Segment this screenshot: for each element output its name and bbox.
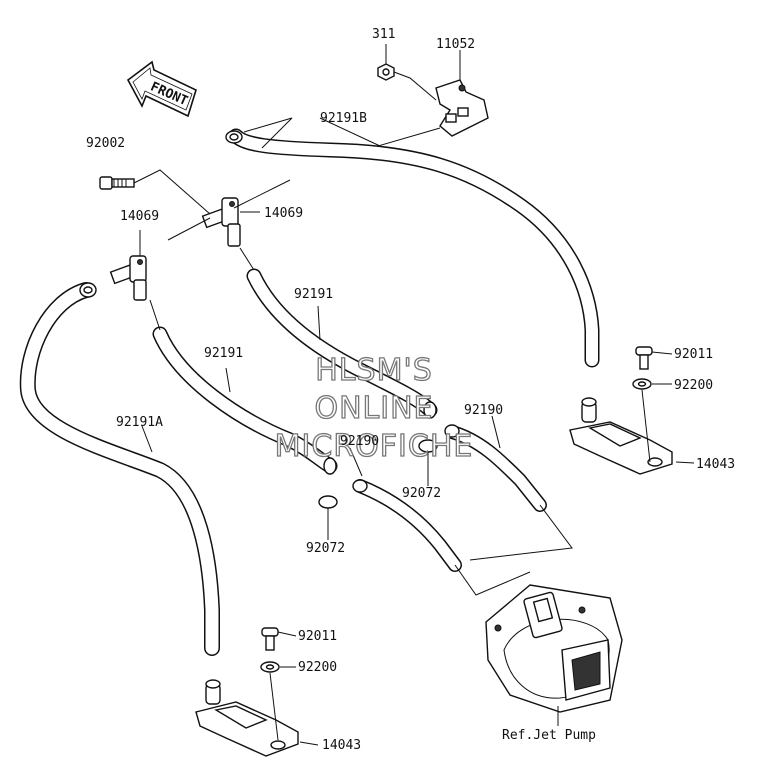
- clamp-92072-left: [318, 495, 338, 509]
- label-92191b: 92191B: [320, 111, 367, 126]
- label-14069-left: 14069: [120, 209, 159, 224]
- label-92191a: 92191A: [116, 415, 163, 430]
- watermark: HLSM'S ONLINE MICROFICHE: [274, 352, 474, 464]
- washer-92200-left: [260, 661, 280, 673]
- washer-92200-right: [632, 378, 652, 390]
- watermark-line-2: ONLINE: [314, 391, 433, 426]
- fitting-14069-left: [109, 255, 147, 301]
- jet-pump: [485, 584, 623, 713]
- label-14043-right: 14043: [696, 457, 735, 472]
- label-92002: 92002: [86, 136, 125, 151]
- hose-92191b: [225, 128, 600, 368]
- watermark-line-1: HLSM'S: [315, 353, 433, 388]
- label-ref-jet-pump: Ref.Jet Pump: [502, 728, 596, 743]
- label-92191-upper: 92191: [294, 287, 333, 302]
- part-labels: 311 11052 92191B 92002 14069 14069 92191…: [86, 27, 735, 753]
- front-arrow-icon: FRONT: [126, 60, 197, 118]
- label-92200-right: 92200: [674, 378, 713, 393]
- label-14069-right: 14069: [264, 206, 303, 221]
- hose-92191-upper: [246, 268, 438, 419]
- label-92011-right: 92011: [674, 347, 713, 362]
- bracket-14043-left: [195, 679, 299, 757]
- label-92191-lower: 92191: [204, 346, 243, 361]
- label-92011-left: 92011: [298, 629, 337, 644]
- label-92190-right: 92190: [464, 403, 503, 418]
- hose-92190-right: [444, 424, 547, 512]
- hose-92190-left: [352, 479, 462, 572]
- bolt-92011-right: [635, 346, 653, 370]
- hose-92191a: [19, 282, 220, 656]
- watermark-line-3: MICROFICHE: [275, 429, 474, 464]
- fitting-14069-right: [201, 197, 241, 247]
- label-311: 311: [372, 27, 395, 42]
- label-92190-left: 92190: [340, 434, 379, 449]
- hose-92191-lower: [152, 326, 338, 475]
- bracket-11052: [435, 79, 489, 137]
- leader-lines: [133, 44, 695, 746]
- bolt-92011-left: [261, 627, 279, 651]
- label-92072-right: 92072: [402, 486, 441, 501]
- bolt-92002: [99, 176, 135, 190]
- label-92200-left: 92200: [298, 660, 337, 675]
- label-92072-left: 92072: [306, 541, 345, 556]
- label-11052: 11052: [436, 37, 475, 52]
- label-14043-left: 14043: [322, 738, 361, 753]
- bracket-14043-right: [569, 397, 673, 475]
- nut-311: [377, 63, 395, 81]
